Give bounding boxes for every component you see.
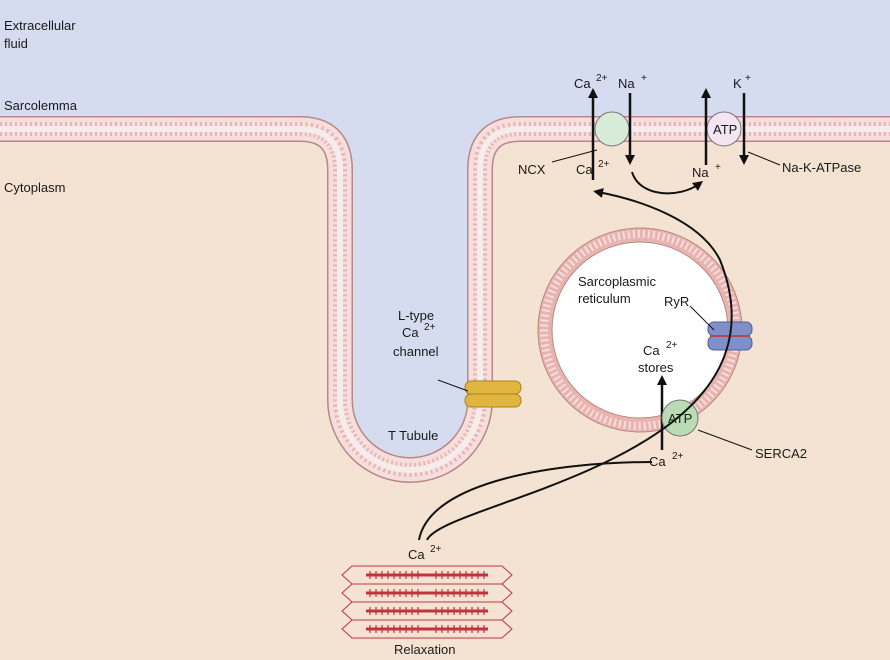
- serca-atp-label: ATP: [668, 411, 692, 426]
- sarcolemma-core: [0, 126, 890, 473]
- l-type-leader: [437, 379, 469, 392]
- serca-ca-label: Ca: [649, 454, 666, 469]
- ncx-ca-out-label: Ca: [574, 76, 591, 91]
- serca-ca-sup: 2+: [672, 451, 684, 462]
- sr-label-2: reticulum: [578, 291, 631, 306]
- sarcomere-outline: [341, 619, 513, 639]
- ncx-na-out-label: Na: [618, 76, 635, 91]
- na-k-atpase-leader: [747, 151, 781, 166]
- cytoplasm-label: Cytoplasm: [4, 180, 65, 195]
- extracellular-label-2: fluid: [4, 36, 28, 51]
- stores-ca-label: Ca: [643, 343, 660, 358]
- stores-label: stores: [638, 360, 674, 375]
- ryr-label: RyR: [664, 294, 689, 309]
- ncx-ca-in-label: Ca: [576, 162, 593, 177]
- ncx-ca-out-sup: 2+: [596, 73, 608, 84]
- ncx-leader: [551, 149, 598, 163]
- extracellular-region: [0, 0, 890, 130]
- ca-to-serca-curve: [418, 461, 653, 541]
- myofil-ca-sup: 2+: [430, 544, 442, 555]
- na-k-atpase-label: Na-K-ATPase: [782, 160, 861, 175]
- sr-lumen: [551, 241, 729, 419]
- ca-to-ncx-curve: [426, 188, 733, 541]
- l-type-label-2: Ca: [402, 325, 419, 340]
- atpase-atp-label: ATP: [713, 122, 737, 137]
- ncx-ca-in-sup: 2+: [598, 159, 610, 170]
- ryr-leader: [689, 305, 715, 331]
- serca2-label: SERCA2: [755, 446, 807, 461]
- l-type-label-3: channel: [393, 344, 439, 359]
- t-tubule-lumen: [330, 128, 490, 480]
- na-in-sup: +: [715, 162, 721, 173]
- na-in-label: Na: [692, 165, 709, 180]
- relaxation-label: Relaxation: [394, 642, 455, 657]
- serca2-pump: [661, 399, 699, 437]
- l-type-channel-bottom: [464, 393, 522, 408]
- ncx-label: NCX: [518, 162, 546, 177]
- l-type-label-2-sup: 2+: [424, 322, 436, 333]
- extracellular-label: Extracellular: [4, 18, 76, 33]
- myofilament-bundle: [341, 565, 513, 639]
- ncx-na-out-sup: +: [641, 73, 647, 84]
- k-out-label: K: [733, 76, 742, 91]
- sarcolemma-label: Sarcolemma: [4, 98, 78, 113]
- ncx-exchanger: [594, 111, 630, 147]
- serca2-leader: [697, 429, 753, 451]
- t-tubule-label: T Tubule: [388, 428, 438, 443]
- sr-label-1: Sarcoplasmic: [578, 274, 657, 289]
- stores-ca-sup: 2+: [666, 340, 678, 351]
- k-out-sup: +: [745, 73, 751, 84]
- myofil-ca-label: Ca: [408, 547, 425, 562]
- l-type-label-1: L-type: [398, 308, 434, 323]
- na-recycle-arrow: [631, 171, 704, 195]
- l-type-channel-top: [464, 380, 522, 395]
